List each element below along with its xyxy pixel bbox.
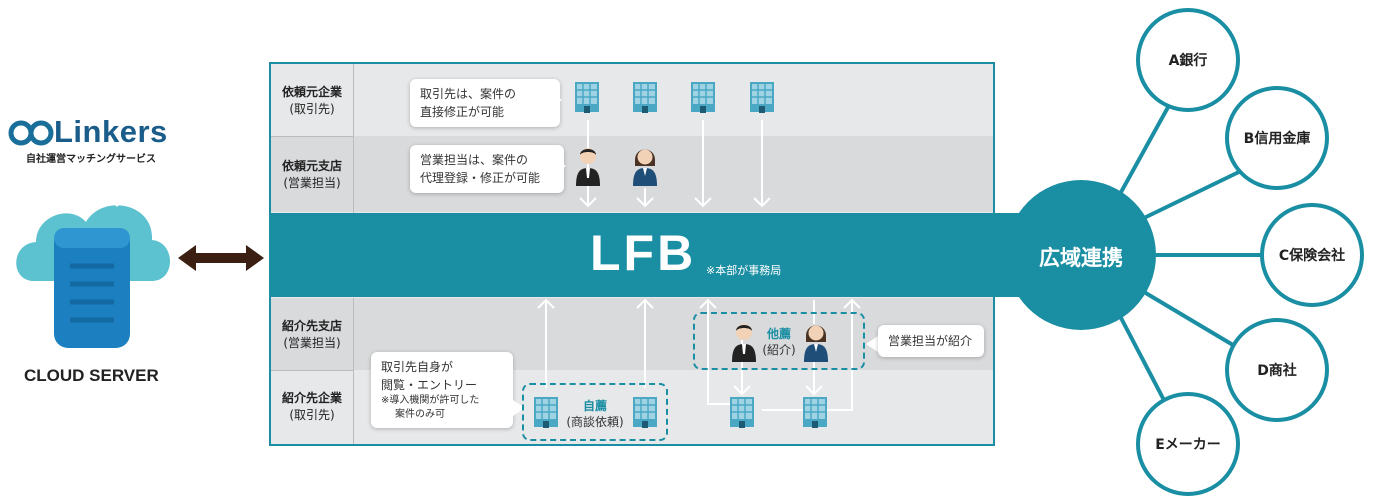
- hub-label: 広域連携: [1039, 246, 1123, 270]
- hub-circle: [1006, 180, 1156, 330]
- linkers-logo: Linkers: [8, 114, 188, 150]
- bubble-sales-referral: 営業担当が紹介: [878, 325, 984, 357]
- salesman-icon: [576, 148, 600, 186]
- building-icon: [750, 82, 774, 113]
- building-icon: [803, 397, 827, 428]
- bubble-tail: [866, 336, 878, 352]
- bubble-tail: [554, 158, 566, 174]
- bubble-tail: [513, 400, 525, 416]
- logo-name: Linkers: [54, 114, 168, 149]
- building-icon: [730, 397, 754, 428]
- bubble-sales-edit: 営業担当は、案件の代理登録・修正が可能: [410, 145, 564, 193]
- label-divider-bottom: [353, 298, 354, 444]
- row-label-client-company: 依頼元企業(取引先): [281, 85, 342, 116]
- row-label-referral-company: 紹介先企業(取引先): [281, 391, 342, 422]
- salesman-icon: [732, 324, 756, 362]
- double-arrow-icon: [178, 245, 264, 271]
- other-recommend-box: [693, 312, 865, 370]
- lfb-band: [269, 213, 1029, 297]
- partner-b-shinkin: B信用金庫: [1225, 86, 1329, 190]
- building-icon: [633, 82, 657, 113]
- row-label-client-branch: 依頼元支店(営業担当): [281, 159, 342, 190]
- label-divider: [353, 64, 354, 214]
- other-recommend-label: 他薦(紹介): [762, 327, 796, 357]
- saleswoman-icon: [633, 149, 657, 186]
- self-recommend-box: [522, 383, 668, 441]
- partner-a-bank: A銀行: [1136, 8, 1240, 112]
- bubble-tail: [550, 92, 562, 108]
- cloud-server-icon: [16, 195, 171, 348]
- saleswoman-icon: [804, 325, 828, 362]
- lfb-title: LFB: [590, 225, 697, 281]
- partner-e-maker: Eメーカー: [1136, 392, 1240, 496]
- logo-tagline: 自社運営マッチングサービス: [26, 154, 156, 165]
- infinity-logo-icon: [8, 120, 54, 146]
- row-separator: [271, 136, 353, 137]
- partner-c-insurance: C保険会社: [1260, 203, 1364, 307]
- lfb-note: ※本部が事務局: [706, 264, 782, 277]
- bubble-client-edit: 取引先は、案件の直接修正が可能: [410, 79, 560, 127]
- row-bg-client-branch: [271, 136, 993, 212]
- self-recommend-label: 自薦(商談依頼): [566, 399, 624, 429]
- building-icon: [633, 397, 657, 428]
- building-icon: [691, 82, 715, 113]
- building-icon: [575, 82, 599, 113]
- building-icon: [534, 397, 558, 428]
- bubble-self-entry: 取引先自身が 閲覧・エントリー ※導入機関が許可した 案件のみ可: [371, 352, 513, 428]
- cloud-server-label: CLOUD SERVER: [24, 366, 159, 385]
- partner-d-trading: D商社: [1225, 318, 1329, 422]
- row-separator: [271, 370, 353, 371]
- row-label-referral-branch: 紹介先支店(営業担当): [281, 319, 342, 350]
